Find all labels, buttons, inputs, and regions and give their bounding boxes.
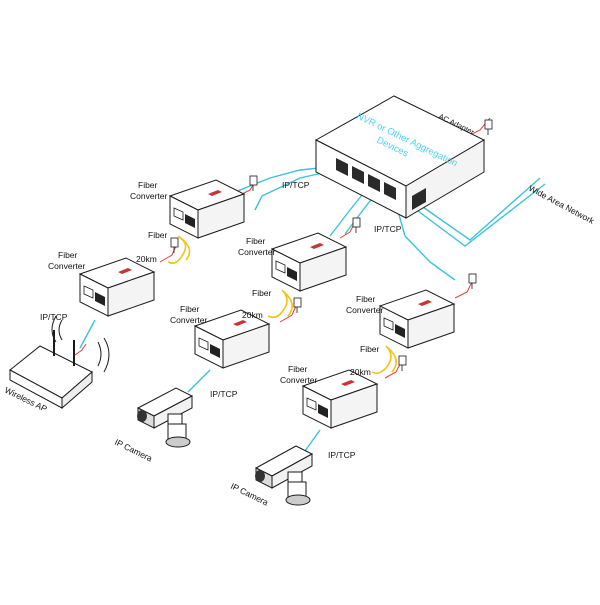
power-plug-4 (293, 297, 302, 314)
power-plug-2 (170, 237, 179, 254)
ip-camera-2 (254, 445, 314, 506)
wide-area-network-label: Wide Area Network (527, 183, 597, 226)
wireless-ap (9, 315, 110, 410)
fiber-label-2: Fiber (252, 288, 272, 298)
ip-camera-2-label: IP Camera (229, 481, 270, 508)
fiber-converter-5-label-line1: Fiber (356, 294, 376, 304)
ac-adapter-plug (484, 119, 493, 136)
fiber-label-3: Fiber (360, 344, 380, 354)
fiber-label-1: Fiber (148, 230, 168, 240)
ip-tcp-label-4: IP/TCP (210, 389, 238, 399)
ip-camera-1 (136, 387, 194, 448)
fiber-converter-1-label-line2: Converter (130, 191, 167, 201)
fiber-converter-6-label-line1: Fiber (288, 364, 308, 374)
ip-tcp-label-2: IP/TCP (374, 224, 402, 234)
fiber-converter-2-label-line1: Fiber (58, 250, 78, 260)
ip-tcp-label-5: IP/TCP (328, 450, 356, 460)
distance-label-1: 20km (136, 254, 157, 264)
fiber-links (167, 235, 397, 375)
fiber-converter-2 (79, 257, 155, 317)
fiber-converter-4-label-line1: Fiber (180, 304, 200, 314)
ip-tcp-label-1: IP/TCP (282, 180, 310, 190)
ip-camera-1-label: IP Camera (113, 437, 154, 464)
fiber-converter-5 (379, 289, 455, 349)
fiber-converter-4-label-line2: Converter (170, 315, 207, 325)
fiber-converter-3-label-line2: Converter (238, 247, 275, 257)
power-plug-3 (352, 217, 361, 234)
fiber-converter-1-label-line1: Fiber (138, 180, 158, 190)
fiber-converter-5-label-line2: Converter (346, 305, 383, 315)
fiber-converter-6-label-line2: Converter (280, 375, 317, 385)
power-plug-6 (398, 355, 407, 372)
ip-tcp-label-3: IP/TCP (40, 312, 68, 322)
distance-label-2: 20km (242, 310, 263, 320)
fiber-converter-2-label-line2: Converter (48, 261, 85, 271)
fiber-converter-1 (169, 179, 245, 239)
fiber-converter-3-label-line1: Fiber (246, 236, 266, 246)
distance-label-3: 20km (350, 367, 371, 377)
nvr-aggregation-device: NVR or Other Aggregation Devices (314, 95, 486, 219)
fiber-converter-3 (271, 232, 347, 292)
